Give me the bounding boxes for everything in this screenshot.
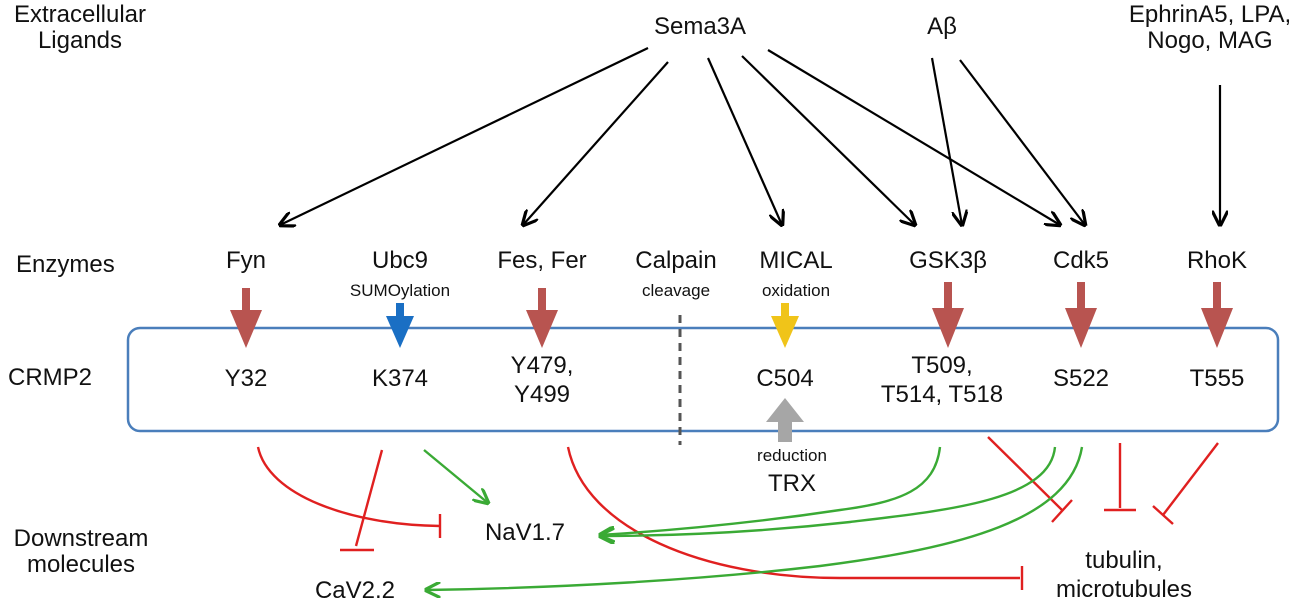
- row-label-ligands: Extracellular Ligands: [13, 1, 147, 55]
- modifier-reduction: reduction: [757, 446, 827, 465]
- arrow-sema3a-mical: [706, 57, 782, 225]
- site-y479-y499: Y479, Y499: [510, 352, 574, 408]
- phosphorylation-arrows: [230, 282, 1233, 348]
- enzyme-fes-fer: Fes, Fer: [497, 247, 587, 274]
- enzyme-sumoylation: SUMOylation: [349, 281, 451, 300]
- oxidation-arrow: [771, 303, 799, 348]
- phospho-arrow-fes: [526, 288, 558, 348]
- crmp2-box: [126, 326, 1280, 433]
- activate-s522-cav22: [426, 446, 1084, 590]
- site-y32: Y32: [224, 365, 268, 392]
- arrow-abeta-cdk5: [959, 59, 1085, 225]
- activate-k374-nav17: [423, 449, 488, 503]
- modifier-trx: TRX: [768, 470, 816, 497]
- phospho-arrow-cdk5: [1065, 282, 1097, 348]
- phospho-arrow-gsk3b: [932, 282, 964, 348]
- inhibit-y32-nav17: [256, 446, 441, 528]
- enzyme-mical-oxidation: oxidation: [761, 281, 831, 300]
- inhibition-links: [256, 436, 1219, 590]
- enzyme-calpain: Calpain: [635, 247, 717, 274]
- ligand-arrows: [280, 47, 1220, 225]
- reduction-arrow: [766, 398, 804, 442]
- row-label-downstream: Downstream molecules: [13, 525, 149, 579]
- arrow-sema3a-gsk3b: [741, 55, 915, 225]
- activate-s522-nav17: [600, 446, 1057, 536]
- site-k374: K374: [371, 365, 429, 392]
- ligand-sema3a: Sema3A: [653, 13, 747, 40]
- row-label-enzymes: Enzymes: [16, 251, 115, 278]
- enzyme-mical: MICAL: [759, 247, 833, 274]
- enzyme-ubc9: Ubc9: [371, 247, 429, 274]
- downstream-tubulin-microtubules: tubulin, microtubules: [1055, 547, 1193, 603]
- phospho-arrow-rhok: [1201, 282, 1233, 348]
- site-s522: S522: [1052, 365, 1110, 392]
- enzyme-fyn: Fyn: [225, 247, 267, 274]
- arrow-sema3a-fyn: [280, 47, 649, 225]
- site-c504: C504: [756, 365, 814, 392]
- ligand-ephrin-lpa-nogo-mag: EphrinA5, LPA, Nogo, MAG: [1128, 1, 1292, 55]
- activate-t509-nav17: [600, 446, 942, 535]
- site-t555: T555: [1189, 365, 1245, 392]
- inhibit-k374-cav22: [354, 449, 384, 547]
- site-t509-t514-t518: T509, T514, T518: [880, 352, 1004, 408]
- enzyme-calpain-cleavage: cleavage: [641, 281, 711, 300]
- arrow-abeta-gsk3b: [930, 57, 962, 225]
- phospho-arrow-fyn: [230, 288, 262, 348]
- sumoylation-arrow: [386, 303, 414, 348]
- activation-links: [423, 446, 1084, 590]
- arrow-sema3a-fes: [523, 61, 669, 225]
- enzyme-cdk5: Cdk5: [1052, 247, 1110, 274]
- downstream-cav22: CaV2.2: [314, 577, 396, 604]
- enzyme-gsk3b: GSK3β: [909, 247, 987, 274]
- enzyme-rhok: RhoK: [1186, 247, 1248, 274]
- row-label-crmp2: CRMP2: [8, 364, 93, 391]
- downstream-nav17: NaV1.7: [484, 519, 566, 546]
- ligand-abeta: Aβ: [927, 13, 957, 40]
- inhibit-y479-tubulin: [566, 446, 1020, 580]
- inhibit-t555-tubulin: [1162, 442, 1219, 516]
- arrow-sema3a-cdk5: [767, 49, 1060, 225]
